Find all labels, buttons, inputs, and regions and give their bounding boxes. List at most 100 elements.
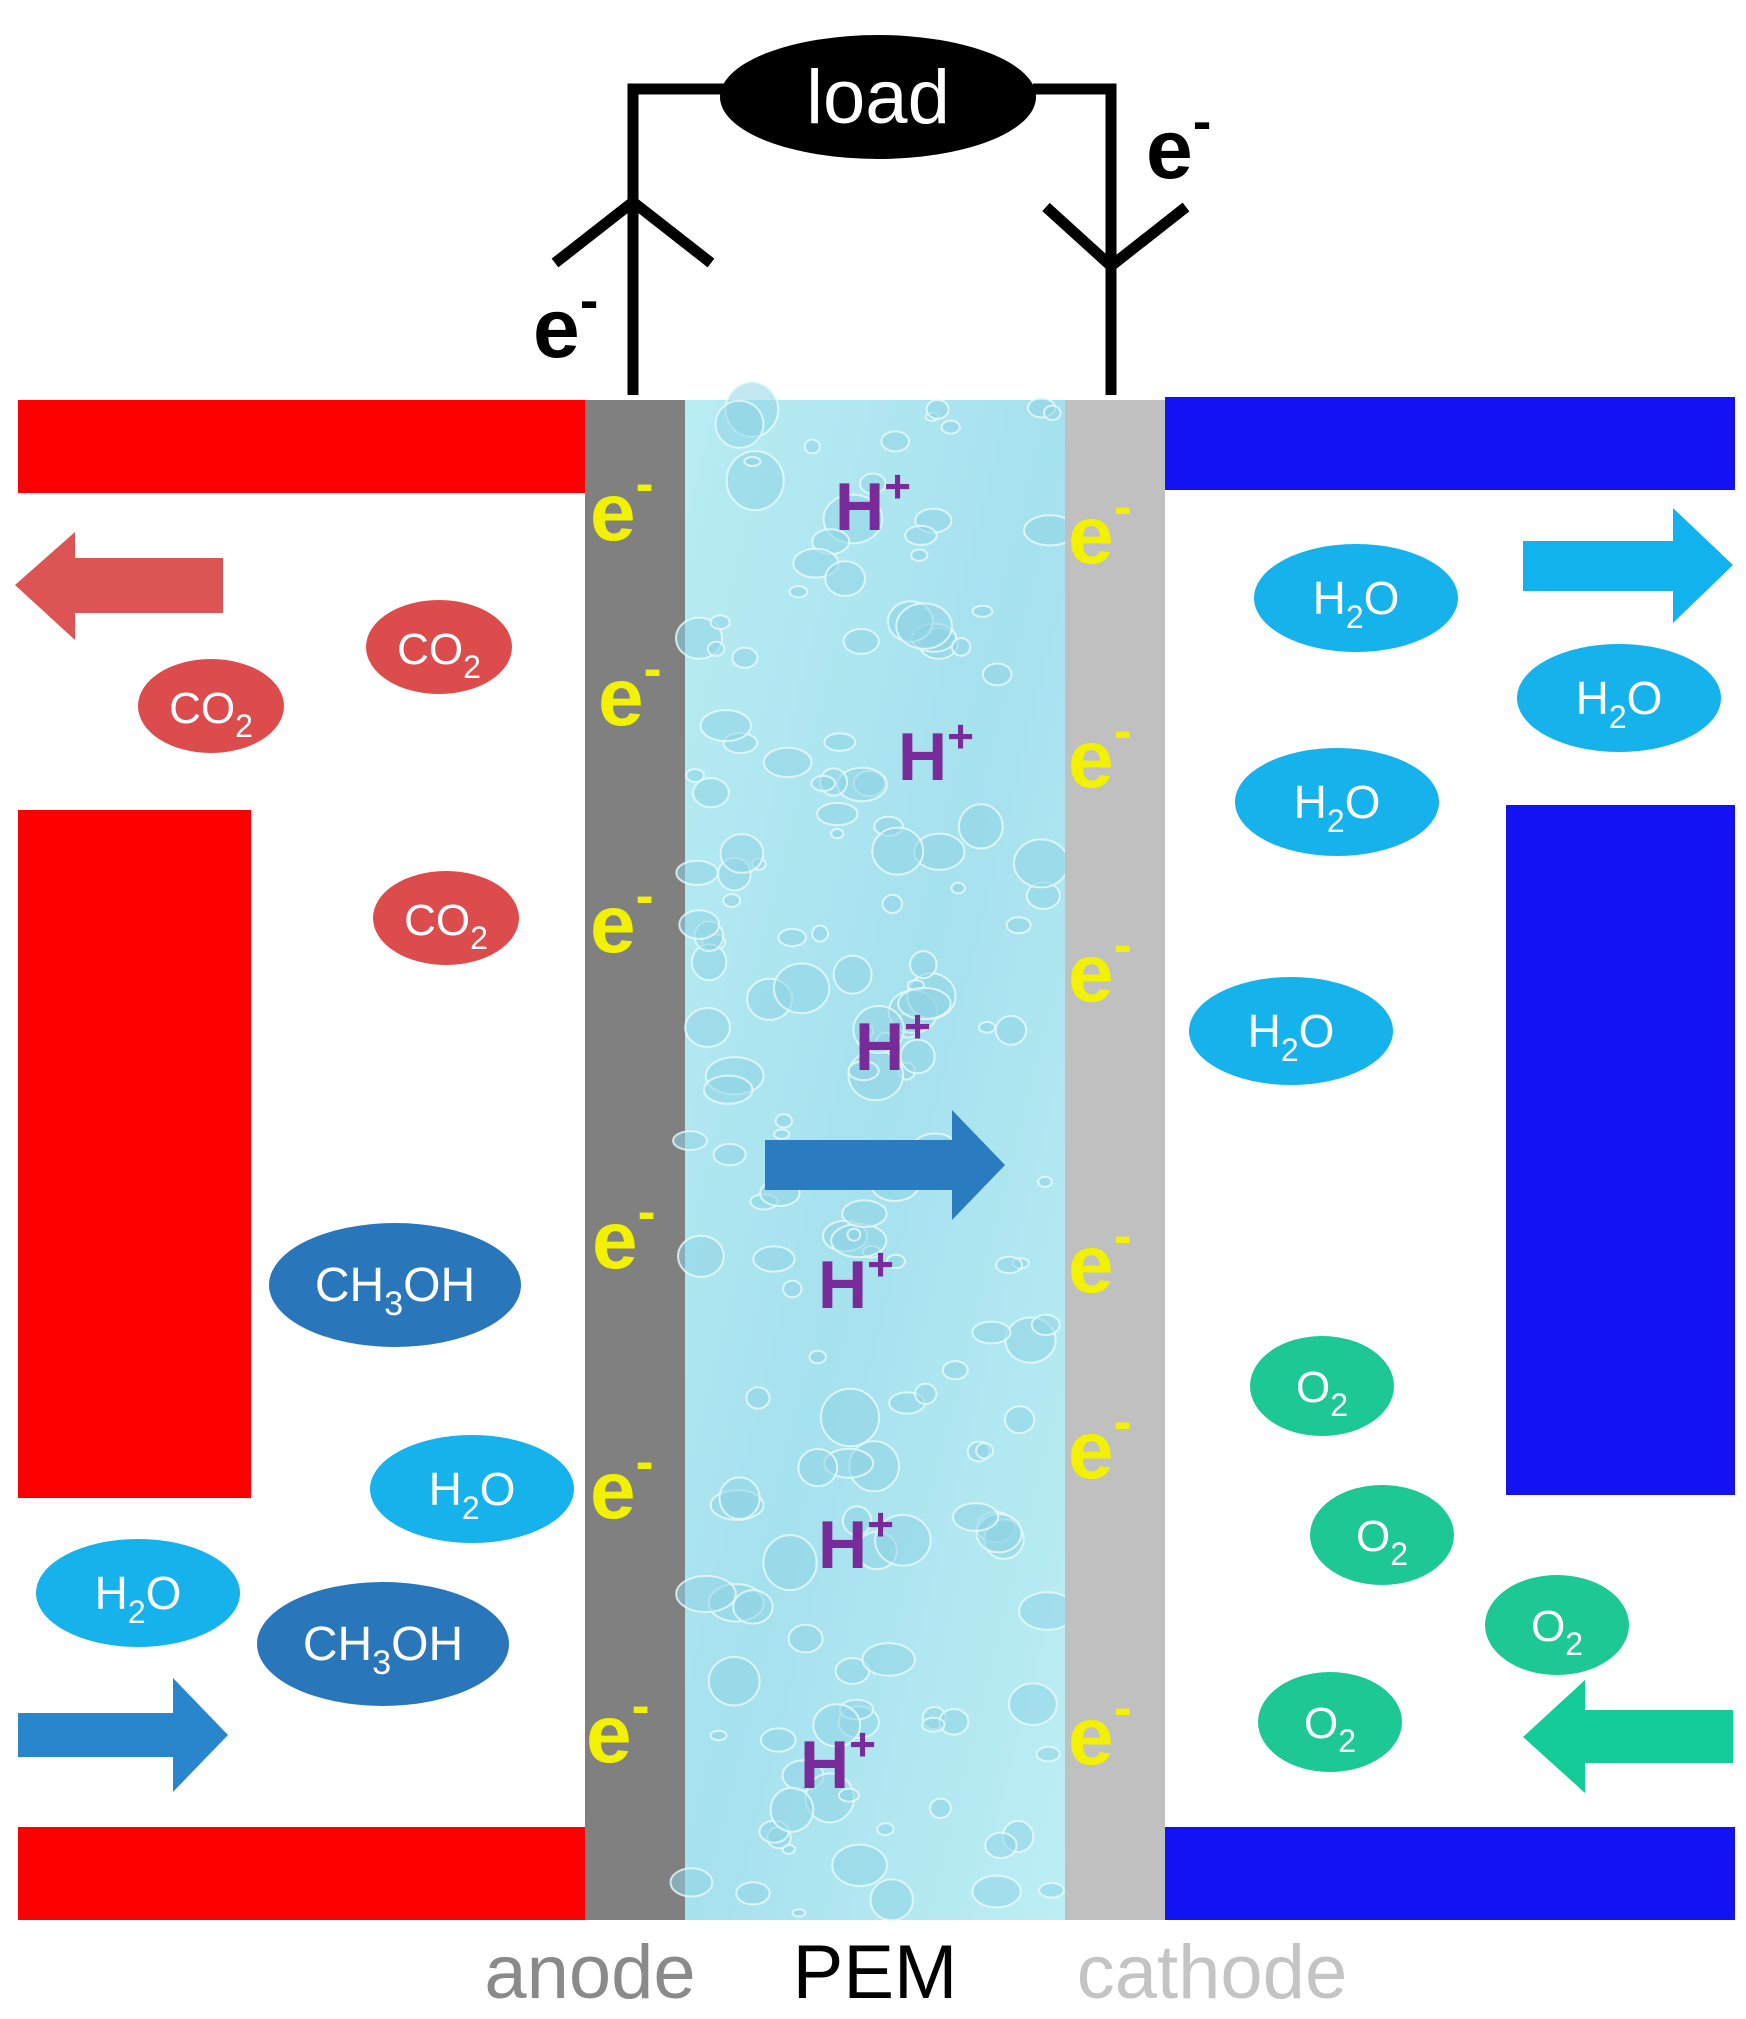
- water-droplet: [995, 1255, 1024, 1275]
- cathode-electrode: [1065, 400, 1165, 1920]
- water-droplet: [787, 1623, 824, 1654]
- water-droplet: [852, 1005, 905, 1054]
- pem-label: PEM: [793, 1930, 958, 2015]
- circuit-electron-right: e-: [1146, 89, 1211, 196]
- co2-molecules: CO2 CO2 CO2: [138, 600, 519, 965]
- water-droplet: [830, 827, 845, 840]
- water-droplet: [1012, 838, 1070, 889]
- water-droplet: [709, 614, 731, 631]
- water-droplet: [819, 1387, 881, 1448]
- water-droplet: [994, 1015, 1028, 1046]
- circuit-wire-left: [627, 83, 725, 395]
- water-droplet: [823, 732, 857, 752]
- h2o-ellipse: [1235, 748, 1439, 856]
- cathode-electron: e-: [1068, 701, 1132, 805]
- water-droplet: [1005, 916, 1032, 935]
- h2o-molecules-anode: H2O H2O: [36, 1435, 574, 1647]
- water-droplet: [773, 1128, 791, 1140]
- external-circuit: load e- e-: [533, 35, 1211, 395]
- water-droplet: [847, 1060, 880, 1082]
- anode-plate-middle: [18, 810, 251, 1498]
- water-droplet: [812, 1703, 862, 1748]
- water-droplet: [859, 472, 887, 495]
- water-droplet: [769, 1786, 815, 1833]
- water-droplet: [885, 1253, 906, 1270]
- water-droplet: [675, 859, 719, 886]
- o2-ellipse: [1310, 1485, 1454, 1585]
- anode-electron: e-: [590, 866, 654, 970]
- ch3oh-label: CH3OH: [315, 1259, 475, 1323]
- co2-label: CO2: [169, 684, 253, 744]
- cathode-plate-top: [1165, 397, 1735, 490]
- ch3oh-ellipse: [257, 1582, 509, 1706]
- water-droplet: [1037, 1175, 1053, 1188]
- co2-label: CO2: [397, 625, 481, 685]
- ch3oh-ellipse: [269, 1223, 521, 1347]
- water-droplet: [791, 1908, 807, 1918]
- pem-protons: H+ H+ H+ H+ H+ H+: [800, 460, 974, 1803]
- water-droplet: [692, 777, 730, 809]
- water-droplet: [810, 774, 837, 792]
- water-droplet: [910, 548, 929, 562]
- water-droplet: [941, 1360, 969, 1381]
- o2-ellipse: [1258, 1672, 1402, 1772]
- water-droplet: [841, 1505, 873, 1536]
- electron-arrow-down-icon: [1042, 202, 1190, 274]
- anode-electron: e-: [592, 1182, 656, 1286]
- h2o-label: H2O: [1313, 572, 1400, 635]
- anode-flow-plate: [18, 400, 587, 1920]
- co2-label: CO2: [404, 896, 488, 956]
- water-droplet: [869, 1878, 914, 1922]
- water-droplet: [699, 709, 752, 743]
- proton: H+: [898, 710, 974, 795]
- o2-molecules: O2 O2 O2 O2: [1250, 1336, 1629, 1772]
- cathode-electron: e-: [1068, 915, 1132, 1019]
- water-droplet: [678, 909, 721, 940]
- water-droplet: [971, 604, 994, 618]
- water-droplet: [706, 640, 726, 657]
- water-droplet: [971, 1874, 1022, 1909]
- water-droplet: [950, 637, 972, 657]
- water-droplet: [707, 1656, 761, 1707]
- water-droplet: [977, 1021, 997, 1034]
- cathode-flow-plate: [1165, 397, 1735, 1920]
- h2o-label: H2O: [429, 1463, 516, 1526]
- anode-electron: e-: [590, 1432, 654, 1536]
- water-droplet: [735, 1881, 771, 1906]
- water-droplet: [772, 962, 831, 1015]
- water-droplet: [1030, 1313, 1061, 1337]
- anode-electron: e-: [598, 639, 662, 743]
- anode-electron: e-: [586, 1676, 650, 1780]
- water-droplet: [777, 927, 807, 948]
- water-droplet: [897, 986, 952, 1021]
- anode-electrode: [585, 400, 685, 1920]
- water-droplet: [714, 399, 765, 449]
- proton: H+: [818, 1238, 894, 1323]
- water-droplet: [1008, 1682, 1058, 1726]
- water-droplet: [975, 1442, 994, 1460]
- proton-transport-arrow-icon: [765, 1110, 1005, 1220]
- water-droplet: [952, 1502, 1000, 1532]
- h2o-ellipse: [1517, 644, 1721, 752]
- cathode-label: cathode: [1077, 1930, 1347, 2015]
- anode-label: anode: [484, 1930, 695, 2015]
- water-droplet: [837, 1787, 860, 1803]
- water-droplet: [881, 893, 904, 915]
- circuit-wire-right: [1033, 83, 1117, 395]
- proton: H+: [818, 1498, 894, 1583]
- h2o-ellipse: [1254, 544, 1458, 652]
- water-droplet: [797, 1448, 839, 1488]
- water-droplet: [788, 585, 809, 599]
- h2o-label: H2O: [1576, 672, 1663, 735]
- anode-plate-bottom: [18, 1827, 587, 1920]
- cathode-plate-bottom: [1165, 1827, 1735, 1920]
- water-droplet: [925, 399, 950, 420]
- water-droplet: [874, 1514, 932, 1567]
- water-droplet: [816, 801, 859, 827]
- h2o-ellipse: [36, 1539, 240, 1647]
- water-droplet: [732, 1589, 774, 1625]
- water-droplet: [685, 768, 705, 783]
- water-droplet: [745, 1386, 771, 1410]
- water-droplet: [675, 1574, 737, 1614]
